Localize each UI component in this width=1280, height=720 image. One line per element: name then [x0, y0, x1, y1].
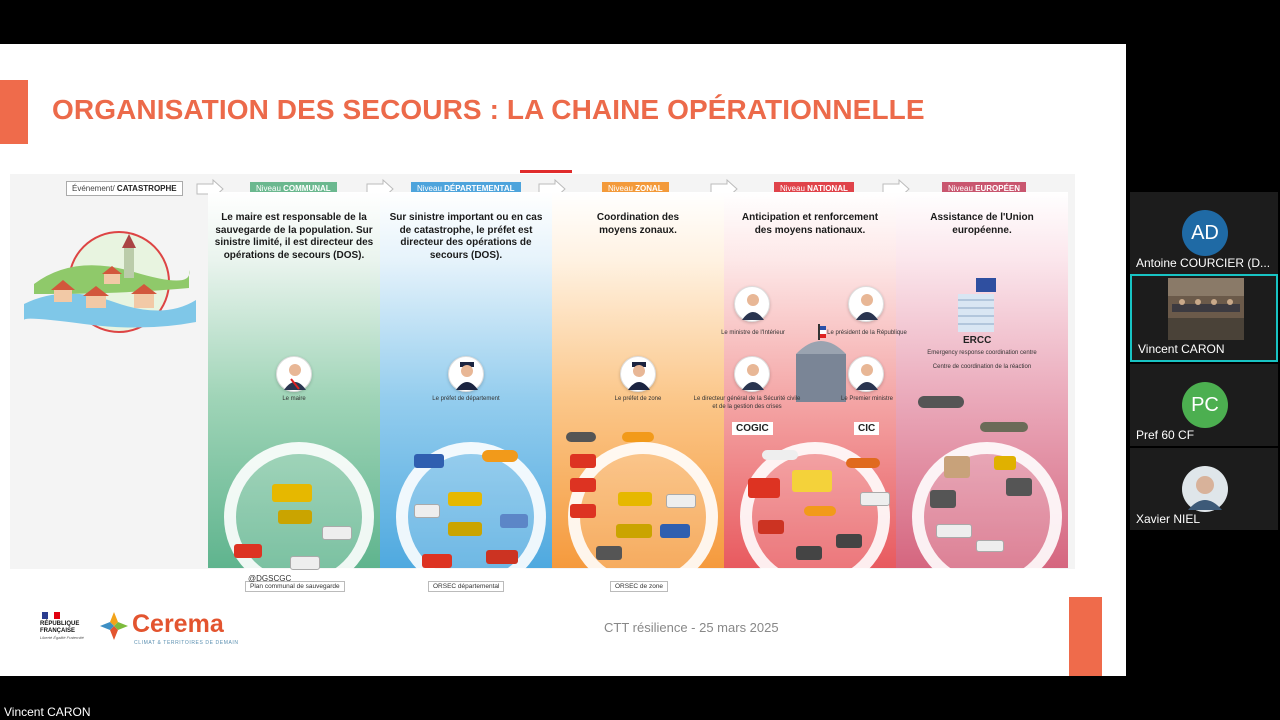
- excavator-icon: [272, 484, 312, 502]
- person-label-prefet-departement: Le préfet de département: [432, 396, 500, 402]
- mayor-avatar-icon: [276, 356, 312, 392]
- description-europeen: Assistance de l'Union européenne.: [930, 212, 1034, 236]
- ambulance-icon: [414, 504, 440, 518]
- participant-tile-active[interactable]: Vincent CARON: [1130, 274, 1278, 362]
- person-label-premier-ministre: Le Premier ministre: [840, 396, 893, 402]
- republique-francaise-logo: RÉPUBLIQUE FRANÇAISE Liberté Égalité Fra…: [40, 612, 86, 641]
- avatar: AD: [1182, 210, 1228, 256]
- person-label-prefet-zone: Le préfet de zone: [614, 396, 662, 402]
- avatar: PC: [1182, 382, 1228, 428]
- dump-truck-icon: [278, 510, 312, 524]
- description-departemental: Sur sinistre important ou en cas de cata…: [389, 212, 543, 261]
- speaker-name: Vincent CARON: [4, 705, 91, 719]
- slide-accent-bar: [0, 80, 28, 144]
- dump-truck-icon: [616, 524, 652, 538]
- helicopter-icon: [918, 396, 964, 408]
- person-label-ministre: Le ministre de l'Intérieur: [721, 330, 785, 336]
- person-label-president: Le président de la République: [827, 330, 907, 336]
- helicopter-icon: [482, 450, 518, 462]
- field-hospital-icon: [936, 524, 972, 538]
- image-credit: @DGSCGC: [248, 574, 292, 583]
- police-van-icon: [414, 454, 444, 468]
- fire-truck-icon: [748, 478, 780, 498]
- bus-icon: [500, 514, 528, 528]
- helicopter-icon: [566, 432, 596, 442]
- military-truck-icon: [1006, 478, 1032, 496]
- cerema-logo: Cerema CLIMAT & TERRITOIRES DE DEMAIN: [98, 610, 238, 650]
- van-icon: [290, 556, 320, 570]
- plan-label-communal: Plan communal de sauvegarde: [245, 581, 345, 592]
- plan-label-zonal: ORSEC de zone: [610, 581, 669, 592]
- elysee-gate-icon: [796, 324, 846, 402]
- footer-text: CTT résilience - 25 mars 2025: [604, 620, 779, 635]
- description-zonal: Coordination des moyens zonaux.: [596, 212, 680, 236]
- forklift-icon: [994, 456, 1016, 470]
- ercc-line-en: Emergency response coordination centre: [927, 350, 1037, 356]
- ercc-tag: ERCC: [963, 335, 992, 346]
- participant-name: Pref 60 CF: [1136, 428, 1195, 442]
- president-avatar-icon: [848, 286, 884, 322]
- cogic-tag: COGIC: [732, 422, 773, 435]
- flooded-village-illustration: [24, 231, 196, 333]
- person-label-directeur: Le directeur général de la Sécurité civi…: [693, 396, 801, 410]
- supplies-icon: [944, 456, 970, 478]
- participant-tile[interactable]: PC Pref 60 CF: [1130, 364, 1278, 446]
- chain-infographic: Événement/ CATASTROPHE Niveau COMMUNAL N…: [10, 174, 1075, 592]
- eu-building-icon: [958, 278, 996, 332]
- military-truck-icon: [796, 546, 822, 560]
- participant-tile[interactable]: AD Antoine COURCIER (D...: [1130, 192, 1278, 274]
- fire-truck-icon: [486, 550, 518, 564]
- cargo-plane-icon: [980, 422, 1028, 432]
- minister-avatar-icon: [734, 286, 770, 322]
- fire-truck-icon: [758, 520, 784, 534]
- zone-prefect-avatar-icon: [620, 356, 656, 392]
- fire-car-icon: [234, 544, 262, 558]
- prime-minister-avatar-icon: [848, 356, 884, 392]
- participant-name: Xavier NIEL: [1136, 512, 1201, 526]
- profile-photo: [1182, 466, 1228, 512]
- fire-car-icon: [570, 478, 596, 492]
- slide-title: ORGANISATION DES SECOURS : LA CHAINE OPÉ…: [52, 94, 925, 125]
- helicopter-icon: [804, 506, 836, 516]
- fire-car-icon: [570, 454, 596, 468]
- participant-name: Antoine COURCIER (D...: [1136, 256, 1271, 270]
- prefect-avatar-icon: [448, 356, 484, 392]
- ercc-line-fr: Centre de coordination de la réaction: [932, 364, 1032, 370]
- description-communal: Le maire est responsable de la sauvegard…: [214, 212, 374, 261]
- police-van-icon: [660, 524, 690, 538]
- footer-accent-block: [1069, 597, 1102, 676]
- excavator-icon: [448, 492, 482, 506]
- military-truck-icon: [930, 490, 956, 508]
- ambulance-icon: [976, 540, 1004, 552]
- dump-truck-icon: [448, 522, 482, 536]
- description-national: Anticipation et renforcement des moyens …: [741, 212, 879, 236]
- water-bomber-icon: [846, 458, 880, 468]
- shared-slide: ORGANISATION DES SECOURS : LA CHAINE OPÉ…: [0, 44, 1126, 676]
- fire-car-icon: [422, 554, 452, 568]
- title-accent-line: [520, 170, 572, 173]
- cic-tag: CIC: [854, 422, 880, 435]
- resources-ring-europeen: [912, 442, 1062, 592]
- participants-panel: AD Antoine COURCIER (D... Vincent CARON …: [1128, 0, 1280, 720]
- director-avatar-icon: [734, 356, 770, 392]
- participant-name: Vincent CARON: [1138, 342, 1225, 356]
- excavator-icon: [618, 492, 652, 506]
- participant-tile[interactable]: Xavier NIEL: [1130, 448, 1278, 530]
- bus-icon: [666, 494, 696, 508]
- person-label-maire: Le maire: [282, 396, 306, 402]
- fire-car-icon: [570, 504, 596, 518]
- plane-icon: [762, 450, 798, 460]
- event-tag: Événement/ CATASTROPHE: [66, 181, 183, 196]
- helicopter-icon: [622, 432, 654, 442]
- ambulance-icon: [860, 492, 890, 506]
- military-truck-icon: [836, 534, 862, 548]
- ambulance-icon: [322, 526, 352, 540]
- cerema-star-icon: [100, 612, 128, 640]
- tent-icon: [792, 470, 832, 492]
- military-truck-icon: [596, 546, 622, 560]
- room-video-feed: [1168, 278, 1244, 340]
- plan-label-departemental: ORSEC départemental: [428, 581, 505, 592]
